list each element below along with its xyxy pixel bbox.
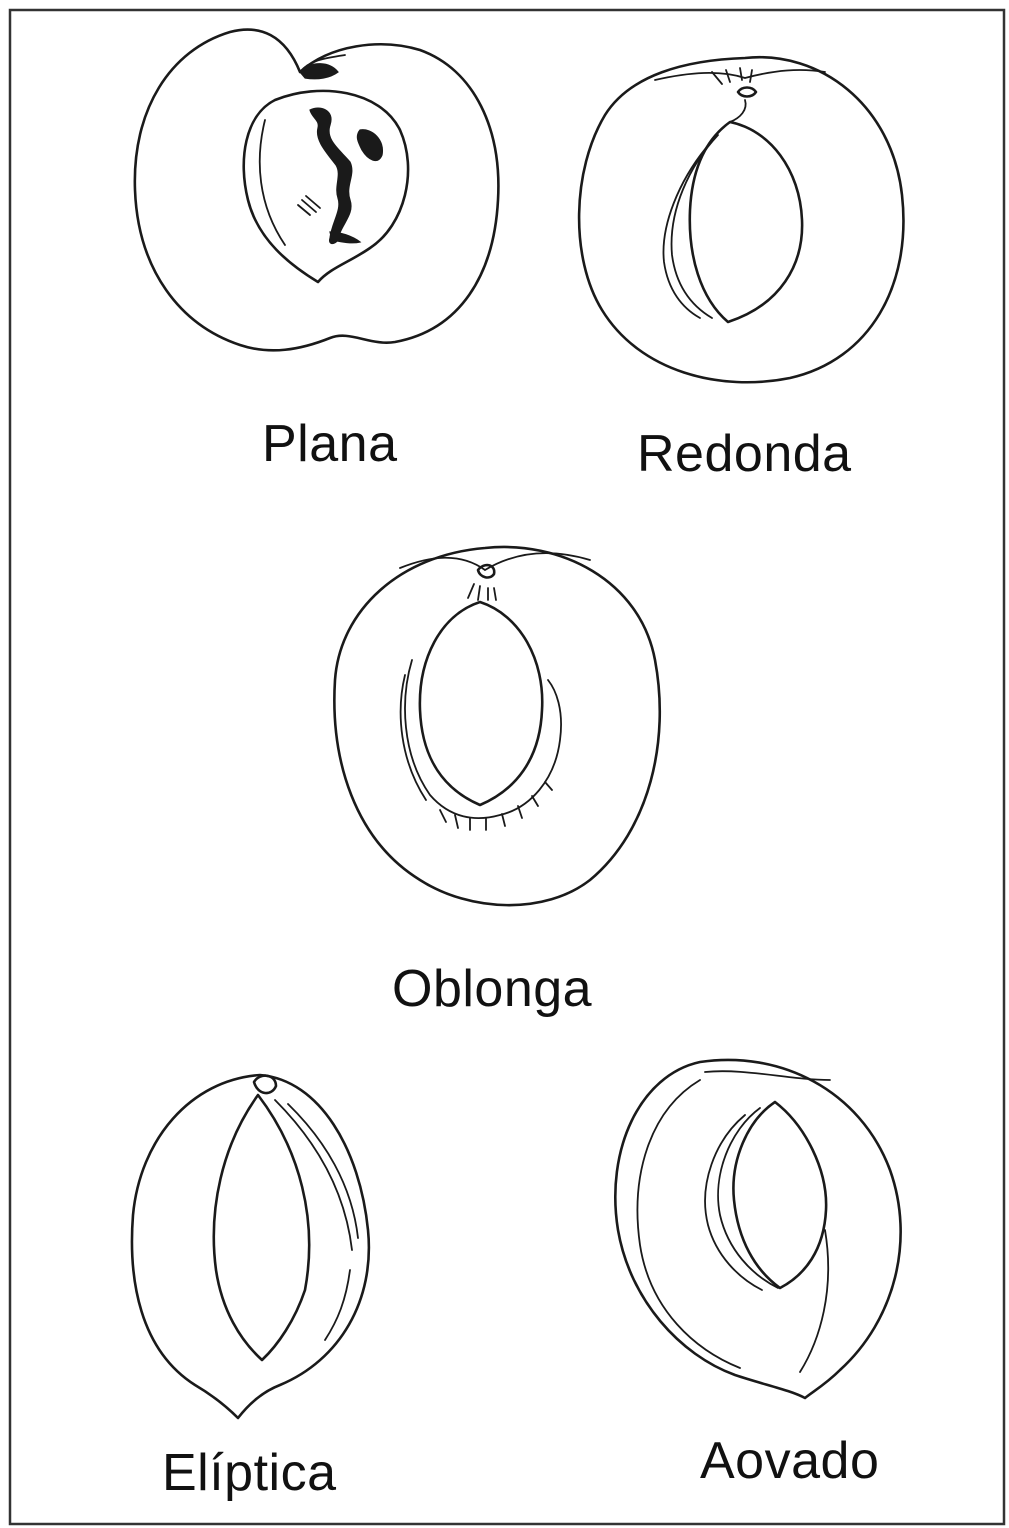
redonda-stone [690, 122, 802, 322]
eliptica-stem [254, 1076, 276, 1093]
aovado-stone [733, 1102, 826, 1288]
label-eliptica: Elíptica [162, 1447, 337, 1499]
eliptica-outline [132, 1075, 369, 1418]
fruit-eliptica [132, 1075, 369, 1418]
oblonga-stone [420, 602, 542, 805]
fruit-redonda [579, 57, 903, 382]
label-aovado: Aovado [700, 1435, 879, 1487]
oblonga-stem [478, 565, 494, 577]
aovado-suture [705, 1071, 830, 1080]
plana-stone-inner [260, 120, 285, 245]
plana-crack-1 [310, 108, 352, 243]
redonda-stone-top [730, 100, 746, 122]
redonda-stem [738, 88, 756, 97]
oblonga-outline [334, 547, 659, 905]
aovado-outline-inner [638, 1080, 741, 1368]
oblonga-stone-fuzz-2 [401, 675, 552, 830]
oblonga-stem-fibers [468, 584, 496, 600]
label-plana: Plana [262, 418, 398, 470]
fruit-aovado [615, 1060, 900, 1398]
eliptica-stone [214, 1095, 309, 1360]
plana-crack-2 [357, 130, 382, 161]
aovado-flesh-line [800, 1230, 828, 1372]
label-oblonga: Oblonga [392, 963, 592, 1015]
redonda-stem-fibers [712, 68, 752, 84]
redonda-outline [579, 57, 903, 382]
page-border [10, 10, 1004, 1524]
fruit-oblonga [334, 547, 659, 905]
label-redonda: Redonda [637, 428, 852, 480]
fruit-plana [135, 30, 499, 351]
plana-hatch [298, 196, 320, 215]
